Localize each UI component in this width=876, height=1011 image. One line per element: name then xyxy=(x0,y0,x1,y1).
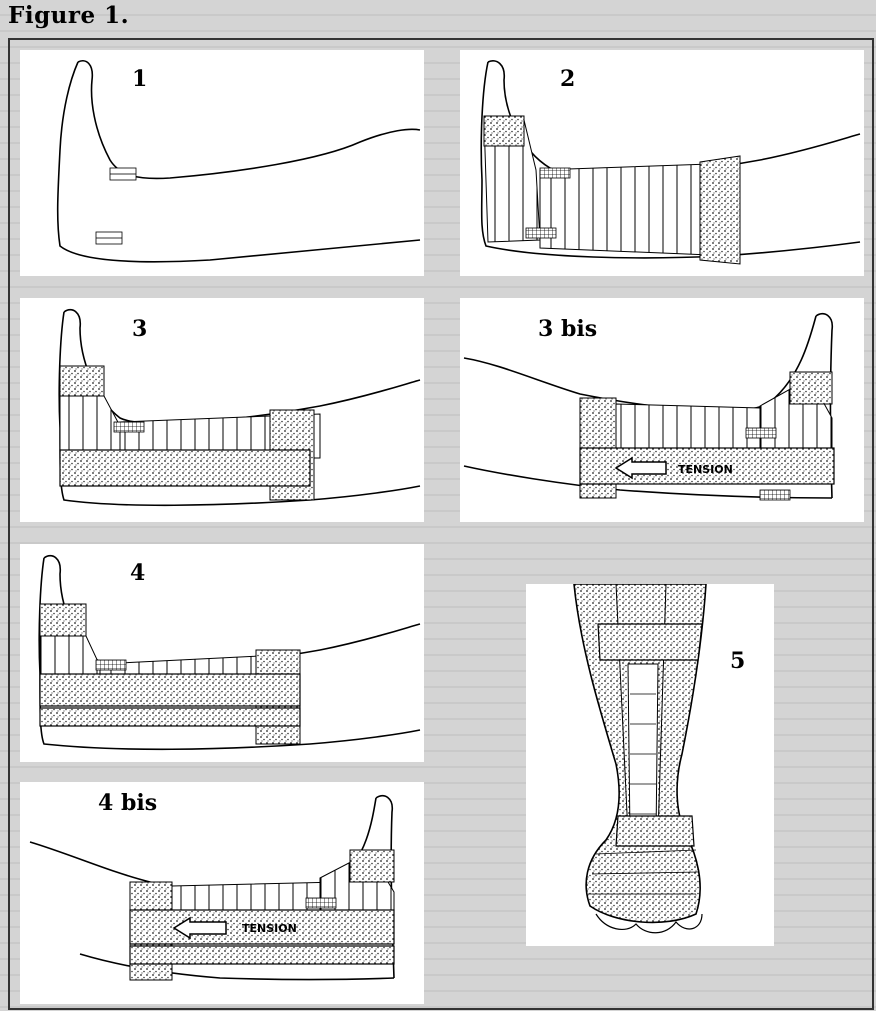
figure-frame xyxy=(8,38,874,1010)
panel-4-label: 4 xyxy=(130,560,146,586)
tension-label-3bis: TENSION xyxy=(678,463,733,476)
leg-drawing-5 xyxy=(573,584,707,934)
panel-4bis-label: 4 bis xyxy=(98,790,158,816)
leg-drawing-4bis: TENSION xyxy=(29,794,395,981)
panel-5: 5 xyxy=(526,584,774,946)
panel-1: 1 xyxy=(20,50,424,276)
tension-label-4bis: TENSION xyxy=(242,922,297,935)
panel-3bis-label: 3 bis xyxy=(538,316,598,342)
panel-2: 2 xyxy=(460,50,864,276)
panel-5-label: 5 xyxy=(730,648,746,674)
leg-drawing-3bis: TENSION xyxy=(463,312,835,501)
panel-4: 4 xyxy=(20,544,424,762)
panel-1-label: 1 xyxy=(132,66,148,92)
figure-title: Figure 1. xyxy=(8,2,130,29)
tension-arrow-3bis: TENSION xyxy=(614,456,733,480)
tension-arrow-4bis: TENSION xyxy=(172,916,297,940)
leg-drawing-4 xyxy=(38,554,421,751)
panel-3bis: TENSION 3 bis xyxy=(460,298,864,522)
panel-4bis: TENSION 4 bis xyxy=(20,782,424,1004)
leg-drawing-3 xyxy=(58,308,421,507)
panel-3-label: 3 xyxy=(132,316,148,342)
panel-3: 3 xyxy=(20,298,424,522)
panel-2-label: 2 xyxy=(560,66,576,92)
leg-drawing-2 xyxy=(480,60,861,265)
leg-drawing-1 xyxy=(56,60,421,263)
